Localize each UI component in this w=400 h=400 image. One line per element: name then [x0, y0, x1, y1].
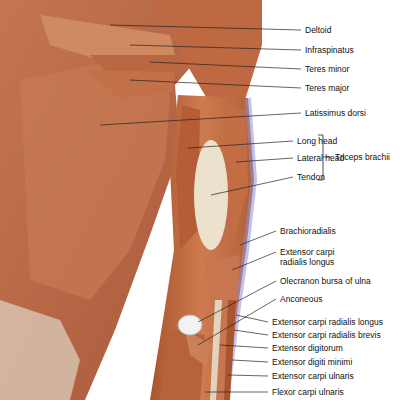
- muscle-label: Deltoid: [305, 25, 331, 35]
- forearm-extensors: [205, 255, 240, 400]
- olecranon-bursa: [178, 315, 202, 335]
- muscle-label: Extensor carpi radialis longus: [272, 317, 383, 327]
- lower-back-fascia: [0, 300, 80, 400]
- muscle-label: Extensor digitorum: [272, 343, 343, 353]
- triceps-lateral-head: [225, 105, 248, 245]
- muscle-label: Tendon: [297, 172, 325, 182]
- latissimus-dorsi: [20, 60, 170, 300]
- forearm-muscle: [224, 300, 236, 400]
- muscle-label: Triceps brachii: [335, 152, 390, 162]
- back-muscle: [0, 0, 215, 400]
- deltoid: [150, 0, 262, 112]
- muscle-label: Extensor digiti minimi: [272, 357, 352, 367]
- muscle-label: Extensor carpi ulnaris: [272, 371, 354, 381]
- muscle-label: Extensor carpi radialis brevis: [272, 330, 381, 340]
- muscle-label: Brachioradialis: [280, 226, 336, 236]
- muscle-label: Latissimus dorsi: [305, 108, 366, 118]
- muscle-label: Infraspinatus: [305, 45, 354, 55]
- muscle-label: Flexor carpi ulnaris: [272, 387, 344, 397]
- upper-arm: [150, 95, 254, 400]
- leader-lines: [100, 25, 301, 392]
- teres-major: [85, 70, 175, 98]
- muscle-label: Extensor carpi radialis longus: [280, 247, 350, 267]
- muscle-label: Long head: [297, 136, 337, 146]
- infraspinatus: [40, 15, 175, 60]
- muscle-label: Anconeous: [280, 294, 323, 304]
- muscle-label: Teres major: [305, 83, 349, 93]
- muscle-label: Olecranon bursa of ulna: [280, 276, 371, 286]
- muscle-label: Teres minor: [305, 64, 349, 74]
